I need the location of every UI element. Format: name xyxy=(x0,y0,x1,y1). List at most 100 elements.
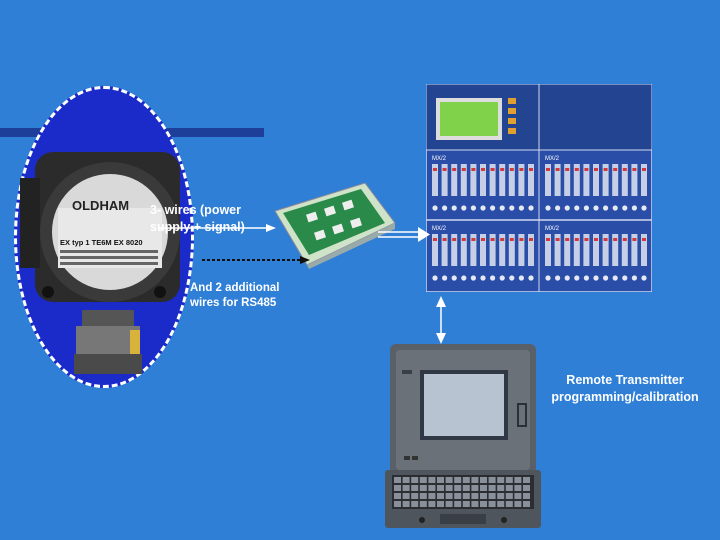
transmitter-brand: OLDHAM xyxy=(72,198,129,213)
panel-card xyxy=(573,164,580,196)
panel-card xyxy=(631,234,638,266)
panel-card xyxy=(641,234,647,266)
laptop-key xyxy=(428,485,436,491)
panel-knob xyxy=(509,275,515,281)
module-label-1: MX/2 xyxy=(432,156,447,162)
panel-card-led xyxy=(603,168,608,171)
panel-card xyxy=(470,164,477,196)
panel-card-led xyxy=(565,238,570,241)
panel-card xyxy=(451,234,458,266)
panel-card-led xyxy=(546,168,550,171)
panel-card-led xyxy=(613,168,618,171)
laptop-key xyxy=(454,477,462,483)
panel-knob xyxy=(432,275,438,281)
laptop-key xyxy=(505,485,513,491)
panel-knob xyxy=(574,205,580,211)
laptop-key xyxy=(402,477,410,483)
panel-card-led xyxy=(519,168,524,171)
panel-card xyxy=(545,234,551,266)
panel-card xyxy=(593,164,599,196)
laptop-key xyxy=(505,493,513,499)
panel-card-led xyxy=(603,238,608,241)
laptop-key xyxy=(411,477,419,483)
laptop-key xyxy=(437,477,444,483)
wires-label: 3- wires (power supply + signal) xyxy=(150,203,245,234)
panel-card xyxy=(451,164,458,196)
panel-card xyxy=(508,164,515,196)
panel-card-led xyxy=(481,238,485,241)
gas-transmitter: OLDHAM EX typ 1 TE6M EX 8020 xyxy=(20,152,180,374)
laptop-key xyxy=(480,485,487,491)
laptop-key xyxy=(488,477,496,483)
laptop-key xyxy=(437,493,444,499)
panel-knob xyxy=(518,275,524,281)
laptop-key xyxy=(497,493,505,499)
panel-knob xyxy=(631,205,637,211)
laptop-key xyxy=(523,501,530,507)
laptop-key xyxy=(445,493,453,499)
control-panel: MX/2 MX/2 MX/2 MX/2 xyxy=(426,84,652,292)
panel-card-led xyxy=(574,238,579,241)
panel-knob xyxy=(641,205,647,211)
panel-knob xyxy=(564,275,570,281)
laptop-key xyxy=(514,493,522,499)
panel-card-led xyxy=(632,168,637,171)
panel-knob xyxy=(612,275,618,281)
panel-card-led xyxy=(509,168,514,171)
panel-cards xyxy=(432,164,647,281)
panel-card-led xyxy=(471,238,476,241)
laptop-key xyxy=(454,485,462,491)
laptop-key xyxy=(523,493,530,499)
panel-knob xyxy=(631,275,637,281)
laptop-key xyxy=(514,501,522,507)
laptop-key xyxy=(454,501,462,507)
laptop-key xyxy=(402,501,410,507)
panel-card xyxy=(583,234,590,266)
laptop-key xyxy=(488,501,496,507)
panel-card xyxy=(528,164,534,196)
panel-knob xyxy=(499,275,505,281)
laptop-key xyxy=(402,493,410,499)
panel-card xyxy=(441,234,448,266)
laptop-key xyxy=(497,501,505,507)
panel-knob xyxy=(622,205,628,211)
rs485-label: And 2 additional wires for RS485 xyxy=(190,282,280,309)
panel-card xyxy=(612,164,619,196)
panel-card xyxy=(518,164,525,196)
laptop-key xyxy=(402,485,410,491)
transmitter-marking: EX typ 1 TE6M EX 8020 xyxy=(60,238,143,247)
panel-knob xyxy=(583,275,589,281)
laptop-key xyxy=(428,493,436,499)
panel-card-led xyxy=(584,238,589,241)
panel-card-led xyxy=(642,168,646,171)
laptop-key xyxy=(394,501,401,507)
module-label-4: MX/2 xyxy=(545,226,560,232)
panel-knob xyxy=(490,205,496,211)
panel-knob xyxy=(555,205,561,211)
panel-knob xyxy=(545,275,551,281)
laptop-keys xyxy=(394,477,530,507)
panel-knob xyxy=(509,205,515,211)
panel-card xyxy=(441,164,448,196)
panel-card xyxy=(480,164,486,196)
panel-card-led xyxy=(490,238,495,241)
panel-knob xyxy=(499,205,505,211)
laptop-key xyxy=(471,477,479,483)
panel-knob xyxy=(470,205,476,211)
panel-card-led xyxy=(622,168,627,171)
panel-card xyxy=(480,234,486,266)
laptop-key xyxy=(419,493,427,499)
laptop-key xyxy=(462,501,470,507)
laptop-key xyxy=(394,493,401,499)
panel-card xyxy=(631,164,638,196)
laptop-key xyxy=(437,485,444,491)
panel-card xyxy=(499,164,506,196)
panel-card xyxy=(554,164,561,196)
panel-card xyxy=(460,164,467,196)
laptop-key xyxy=(394,485,401,491)
panel-knob xyxy=(490,275,496,281)
panel-knob xyxy=(622,275,628,281)
laptop-key xyxy=(497,485,505,491)
panel-card-led xyxy=(481,168,485,171)
panel-card-led xyxy=(461,238,466,241)
